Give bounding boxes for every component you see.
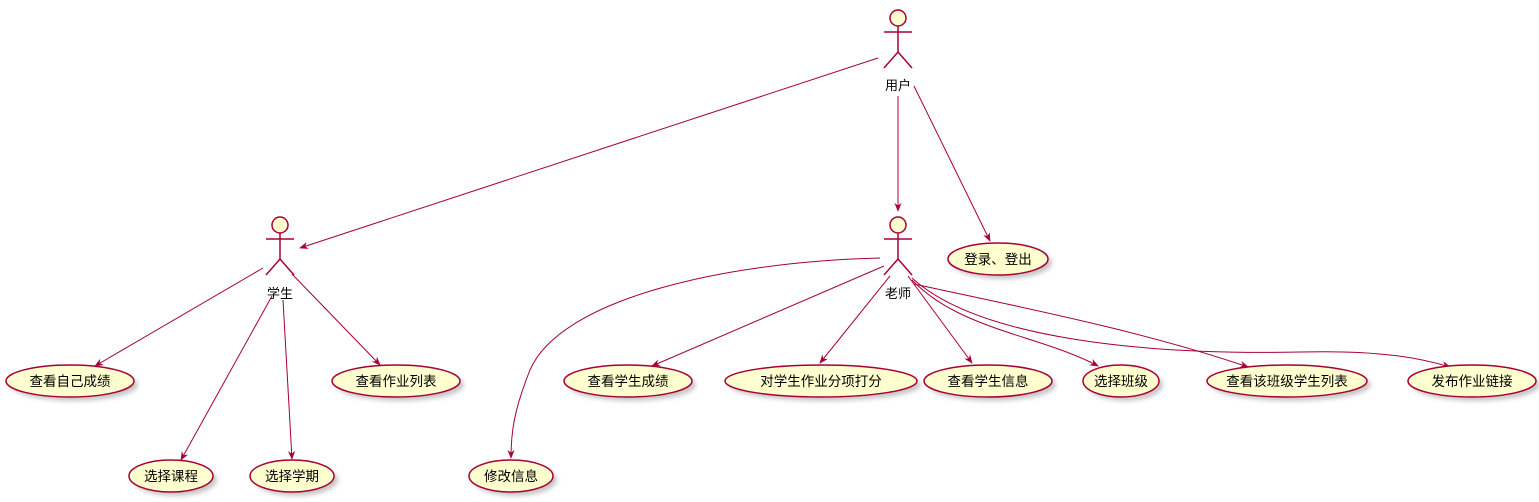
use-case-shape [1407, 364, 1537, 398]
actor-student-head [271, 216, 289, 234]
use-case-label: 查看该班级学生列表 [1226, 374, 1348, 390]
use-case-label: 登录、登出 [964, 252, 1032, 268]
actor-student-label: 学生 [267, 286, 293, 302]
use-case-shape [724, 364, 918, 398]
use-case-label: 选择班级 [1094, 374, 1148, 390]
edge-student-view-homework-list [291, 273, 381, 366]
use-case-label: 修改信息 [484, 468, 538, 485]
edge-user-login-logout [913, 85, 991, 242]
actor-teacher-right-leg [897, 258, 913, 276]
actor-student: 学生 [265, 216, 295, 302]
actor-user-left-leg [883, 51, 899, 69]
use-case-label: 对学生作业分项打分 [760, 373, 882, 390]
use-case-login-logout: 登录、登出 [947, 242, 1052, 279]
use-case-view-own-grades: 查看自己成绩 [5, 364, 138, 401]
use-case-select-course: 选择课程 [128, 459, 217, 496]
use-case-shape [5, 364, 135, 398]
use-case-label: 选择学期 [265, 469, 319, 485]
use-case-view-student-info: 查看学生信息 [923, 364, 1056, 401]
actor-user-label: 用户 [885, 78, 911, 94]
edge-teacher-view-class-student-list [913, 283, 1249, 368]
use-case-label: 查看学生成绩 [588, 374, 669, 390]
use-case-shape [128, 459, 214, 493]
use-case-shape [468, 459, 554, 493]
use-case-shape [331, 364, 461, 398]
use-case-shape [947, 242, 1049, 276]
actor-teacher-label: 老师 [885, 287, 911, 302]
edge-teacher-publish-homework-link [911, 277, 1451, 369]
use-case-label: 查看学生信息 [948, 373, 1029, 390]
edge-teacher-select-class [911, 279, 1099, 367]
edge-student-select-term [282, 299, 296, 460]
edge-student-select-course [180, 295, 273, 461]
actor-teacher-head [889, 216, 907, 234]
use-case-shape [563, 364, 693, 398]
edge-teacher-grade-homework-items [819, 275, 891, 364]
use-case-shape [1082, 364, 1160, 398]
edge-teacher-view-student-grades [651, 265, 885, 367]
actor-user: 用户 [883, 9, 913, 94]
use-case-label: 查看作业列表 [356, 374, 437, 390]
actor-teacher-left-leg [883, 258, 899, 276]
use-case-select-term: 选择学期 [249, 459, 338, 496]
edge-teacher-edit-info [507, 257, 881, 459]
use-case-shape [923, 364, 1053, 398]
use-case-edit-info: 修改信息 [468, 459, 557, 496]
edge-user-student [299, 57, 879, 249]
edges [94, 57, 1451, 461]
actor-teacher: 老师 [883, 216, 913, 302]
use-case-shape [1206, 364, 1368, 398]
use-case-view-class-student-list: 查看该班级学生列表 [1206, 364, 1371, 401]
use-case-view-homework-list: 查看作业列表 [331, 364, 464, 401]
edge-student-view-own-grades [94, 267, 264, 367]
use-case-select-class: 选择班级 [1082, 364, 1163, 401]
actor-student-right-leg [279, 258, 295, 276]
use-case-view-student-grades: 查看学生成绩 [563, 364, 696, 401]
use-case-publish-homework-link: 发布作业链接 [1407, 364, 1539, 401]
actor-user-right-leg [897, 51, 913, 69]
use-case-label: 查看自己成绩 [30, 374, 111, 390]
edge-teacher-view-student-info [907, 275, 973, 364]
use-case-grade-homework-items: 对学生作业分项打分 [724, 364, 921, 401]
use-case-label: 发布作业链接 [1432, 373, 1513, 390]
use-case-label: 选择课程 [144, 469, 198, 485]
actor-user-head [889, 9, 907, 27]
use-case-shape [249, 459, 335, 493]
actor-student-left-leg [265, 258, 281, 276]
